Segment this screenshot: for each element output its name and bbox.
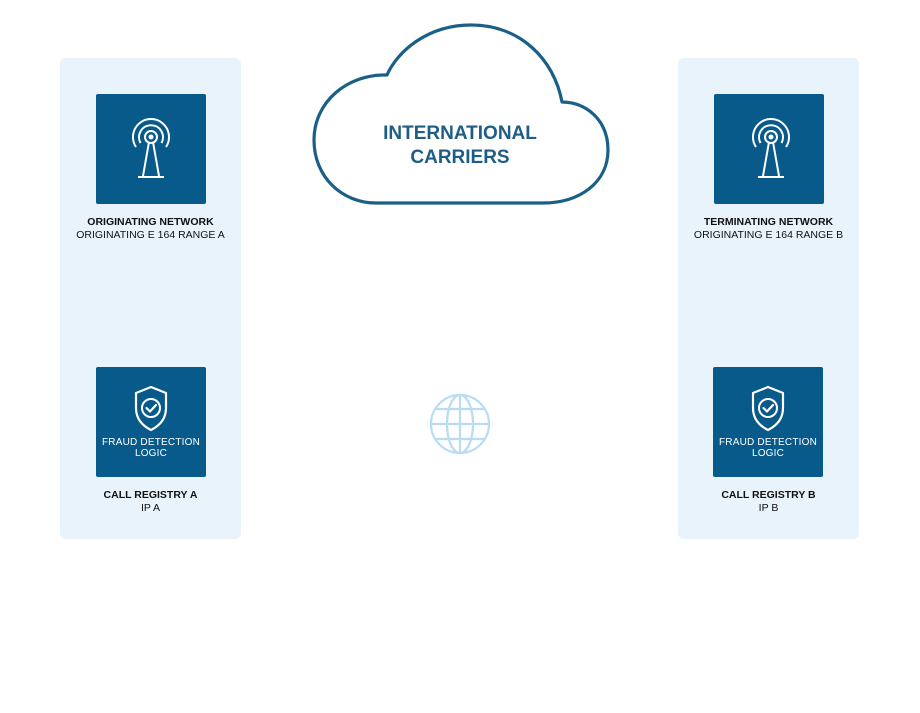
terminating-network-range: ORIGINATING E 164 RANGE B	[693, 229, 844, 241]
originating-network-label: ORIGINATING NETWORK ORIGINATING E 164 RA…	[60, 216, 241, 242]
originating-network-range: ORIGINATING E 164 RANGE A	[76, 229, 225, 241]
cloud-label: INTERNATIONAL CARRIERS	[311, 122, 609, 170]
fraud-detection-text-b: FRAUD DETECTION LOGIC	[719, 437, 817, 459]
call-registry-a-label: CALL REGISTRY A IP A	[60, 489, 241, 515]
terminating-network-title: TERMINATING NETWORK	[703, 216, 834, 228]
call-registry-b-title: CALL REGISTRY B	[721, 489, 816, 501]
fraud-detection-tile-b: FRAUD DETECTION LOGIC	[713, 367, 823, 477]
originating-network-title: ORIGINATING NETWORK	[87, 216, 214, 228]
cloud-label-line1: INTERNATIONAL	[383, 123, 537, 144]
fraud-detection-text-a: FRAUD DETECTION LOGIC	[102, 437, 200, 459]
antenna-tower-icon	[132, 118, 170, 178]
shield-check-icon	[751, 385, 785, 432]
call-registry-b-ip: IP B	[758, 502, 779, 514]
call-registry-a-title: CALL REGISTRY A	[103, 489, 198, 501]
terminating-network-tile	[714, 94, 824, 204]
originating-network-tile	[96, 94, 206, 204]
cloud-icon	[312, 23, 610, 205]
globe-icon	[429, 393, 491, 455]
antenna-tower-icon	[752, 118, 790, 178]
fraud-detection-tile-a: FRAUD DETECTION LOGIC	[96, 367, 206, 477]
call-registry-b-label: CALL REGISTRY B IP B	[678, 489, 859, 515]
terminating-network-label: TERMINATING NETWORK ORIGINATING E 164 RA…	[678, 216, 859, 242]
shield-check-icon	[134, 385, 168, 432]
call-registry-a-ip: IP A	[140, 502, 161, 514]
cloud-label-line2: CARRIERS	[410, 147, 510, 168]
